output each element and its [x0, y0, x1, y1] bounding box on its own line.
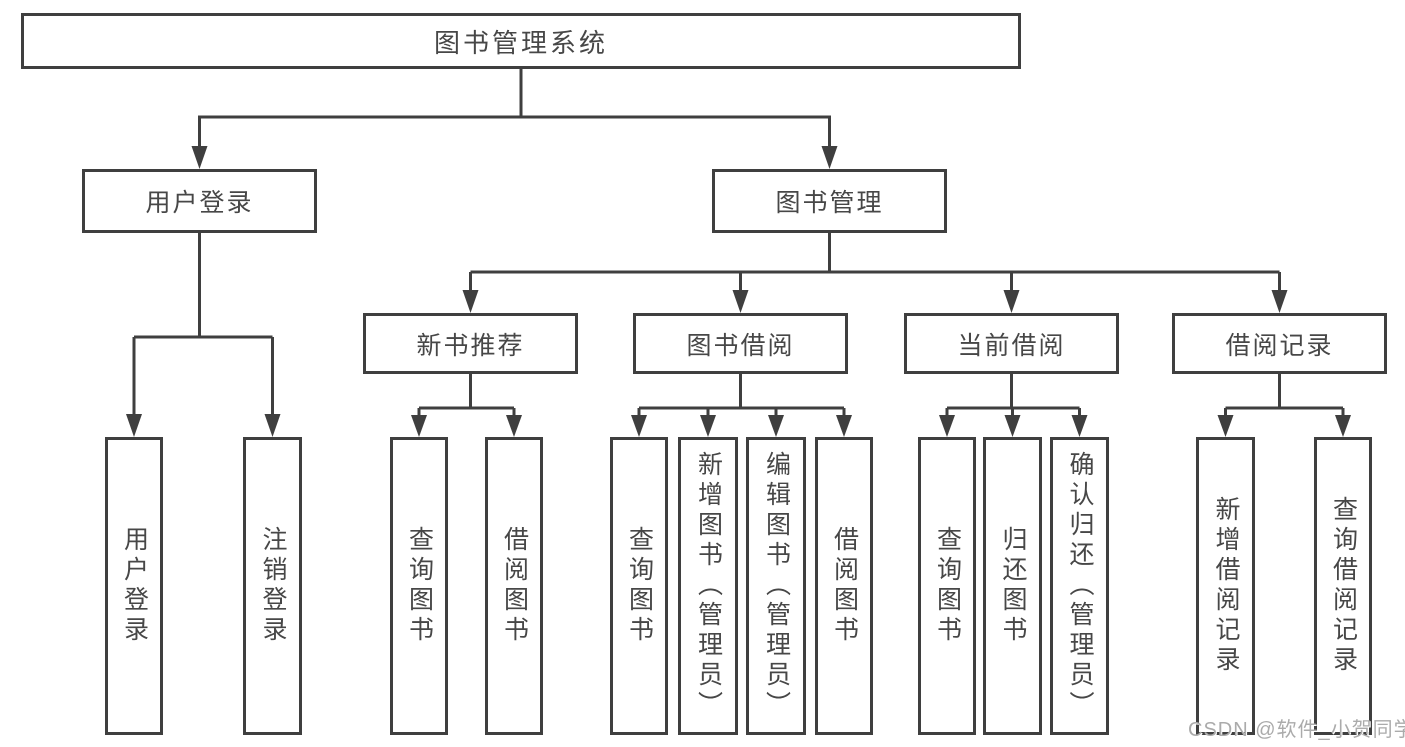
leaf-query-books-borrowing-label: 查询图书	[625, 526, 654, 646]
node-current-borrowing-label: 当前借阅	[957, 331, 1066, 360]
node-borrow-records: 借阅记录	[1172, 313, 1387, 374]
leaf-query-borrow-record: 查询借阅记录	[1314, 437, 1372, 735]
node-user-login-label: 用户登录	[145, 189, 254, 217]
node-new-book-recommend: 新书推荐	[363, 313, 578, 374]
node-book-borrowing-label: 图书借阅	[686, 331, 795, 360]
node-borrow-records-label: 借阅记录	[1225, 331, 1334, 360]
leaf-logout: 注销登录	[243, 437, 302, 735]
csdn-watermark: CSDN @软件_小贺同学	[1188, 719, 1405, 741]
leaf-add-borrow-record: 新增借阅记录	[1196, 437, 1255, 735]
node-user-login: 用户登录	[82, 169, 317, 233]
leaf-query-borrow-record-label: 查询借阅记录	[1329, 496, 1358, 676]
leaf-confirm-return-admin-label: 确认归还（管理员）	[1066, 451, 1094, 721]
leaf-query-books-current-label: 查询图书	[933, 526, 962, 646]
leaf-edit-book-admin: 编辑图书（管理员）	[746, 437, 806, 735]
leaf-edit-book-admin-label: 编辑图书（管理员）	[762, 451, 791, 721]
node-library-system: 图书管理系统	[21, 13, 1021, 69]
leaf-borrow-books-recommend-label: 借阅图书	[500, 526, 529, 646]
leaf-borrow-books-recommend: 借阅图书	[485, 437, 543, 735]
leaf-query-books-recommend-label: 查询图书	[405, 526, 434, 646]
leaf-query-books-borrowing: 查询图书	[610, 437, 668, 735]
leaf-user-login-label: 用户登录	[120, 526, 149, 646]
leaf-user-login: 用户登录	[105, 437, 163, 735]
node-new-book-recommend-label: 新书推荐	[416, 331, 525, 360]
leaf-return-book: 归还图书	[983, 437, 1042, 735]
leaf-logout-label: 注销登录	[259, 526, 287, 646]
leaf-query-books-current: 查询图书	[918, 437, 976, 735]
leaf-borrow-books: 借阅图书	[815, 437, 873, 735]
leaf-confirm-return-admin: 确认归还（管理员）	[1050, 437, 1109, 735]
node-book-borrowing: 图书借阅	[633, 313, 848, 374]
leaf-borrow-books-label: 借阅图书	[830, 526, 859, 646]
leaf-return-book-label: 归还图书	[999, 526, 1027, 646]
leaf-add-book-admin-label: 新增图书（管理员）	[694, 451, 723, 721]
node-book-management-label: 图书管理	[775, 189, 884, 217]
leaf-add-borrow-record-label: 新增借阅记录	[1212, 496, 1240, 676]
leaf-add-book-admin: 新增图书（管理员）	[678, 437, 738, 735]
node-library-system-label: 图书管理系统	[433, 27, 608, 58]
node-current-borrowing: 当前借阅	[904, 313, 1119, 374]
leaf-query-books-recommend: 查询图书	[390, 437, 448, 735]
node-book-management: 图书管理	[712, 169, 947, 233]
